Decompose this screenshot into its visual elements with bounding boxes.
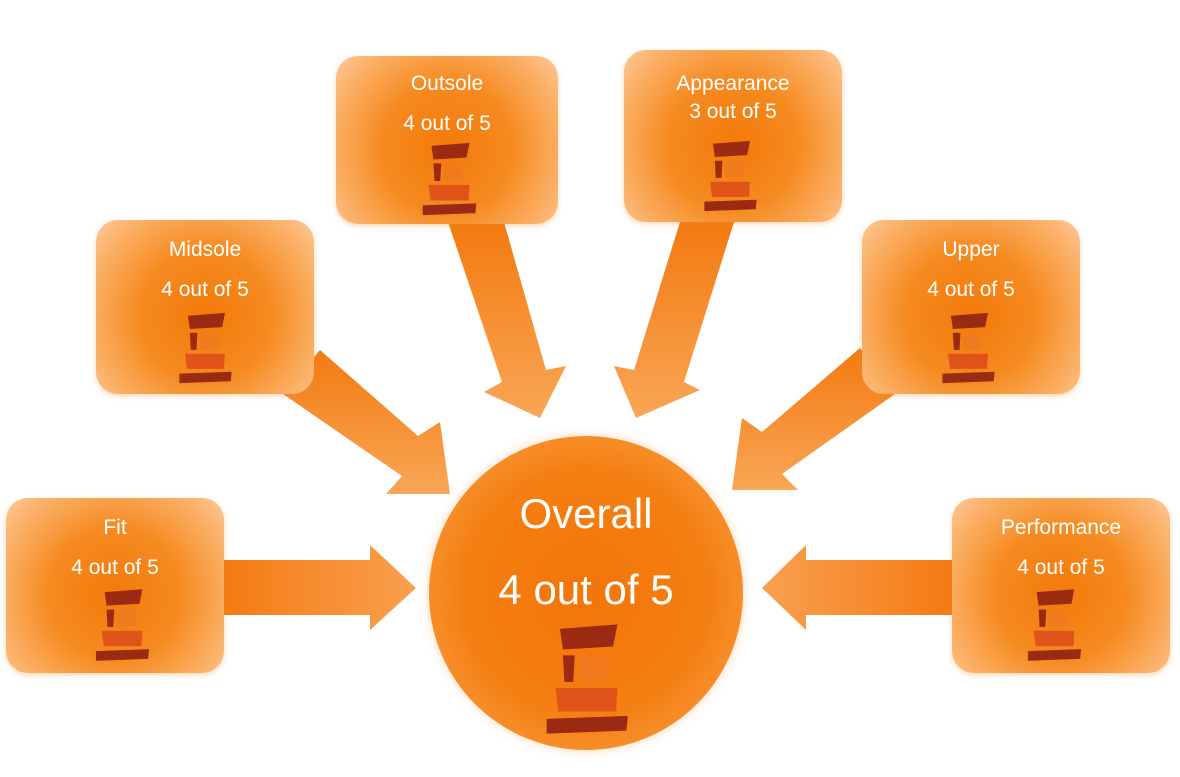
overall-title: Overall <box>519 490 653 537</box>
stacked-stones-logo-icon <box>95 589 150 661</box>
stacked-stones-logo-icon <box>422 142 477 216</box>
category-box-outsole: Outsole 4 out of 5 <box>336 56 558 224</box>
overall-circle: Overall 4 out of 5 <box>429 436 743 750</box>
category-rating: 4 out of 5 <box>161 278 249 301</box>
arrow-midsole <box>283 350 450 494</box>
category-rating: 3 out of 5 <box>689 100 777 123</box>
category-rating: 4 out of 5 <box>1017 556 1105 579</box>
category-label: Midsole <box>168 238 242 261</box>
arrow-performance <box>762 545 955 630</box>
overall-rating: 4 out of 5 <box>498 566 674 613</box>
category-box-upper: Upper 4 out of 5 <box>862 220 1080 394</box>
category-box-appearance: Appearance 3 out of 5 <box>624 50 842 222</box>
arrow-fit <box>222 545 416 630</box>
arrow-upper <box>732 348 895 490</box>
category-label: Upper <box>942 238 1000 261</box>
stacked-stones-logo-icon <box>704 140 757 212</box>
category-label: Fit <box>103 516 127 539</box>
stacked-stones-logo-icon <box>179 312 232 384</box>
category-label: Performance <box>1000 516 1122 539</box>
stacked-stones-logo-icon <box>942 312 995 384</box>
category-box-fit: Fit 4 out of 5 <box>6 498 224 673</box>
category-rating: 4 out of 5 <box>71 556 159 579</box>
category-label: Outsole <box>410 72 484 95</box>
category-box-midsole: Midsole 4 out of 5 <box>96 220 314 394</box>
category-label: Appearance <box>676 72 790 95</box>
arrow-outsole <box>448 222 566 418</box>
category-rating: 4 out of 5 <box>403 112 491 135</box>
stacked-stones-logo-icon <box>1027 589 1082 661</box>
arrow-appearance <box>614 222 734 418</box>
stacked-stones-logo-icon <box>546 624 628 734</box>
category-box-performance: Performance 4 out of 5 <box>952 498 1170 673</box>
category-rating: 4 out of 5 <box>927 278 1015 301</box>
